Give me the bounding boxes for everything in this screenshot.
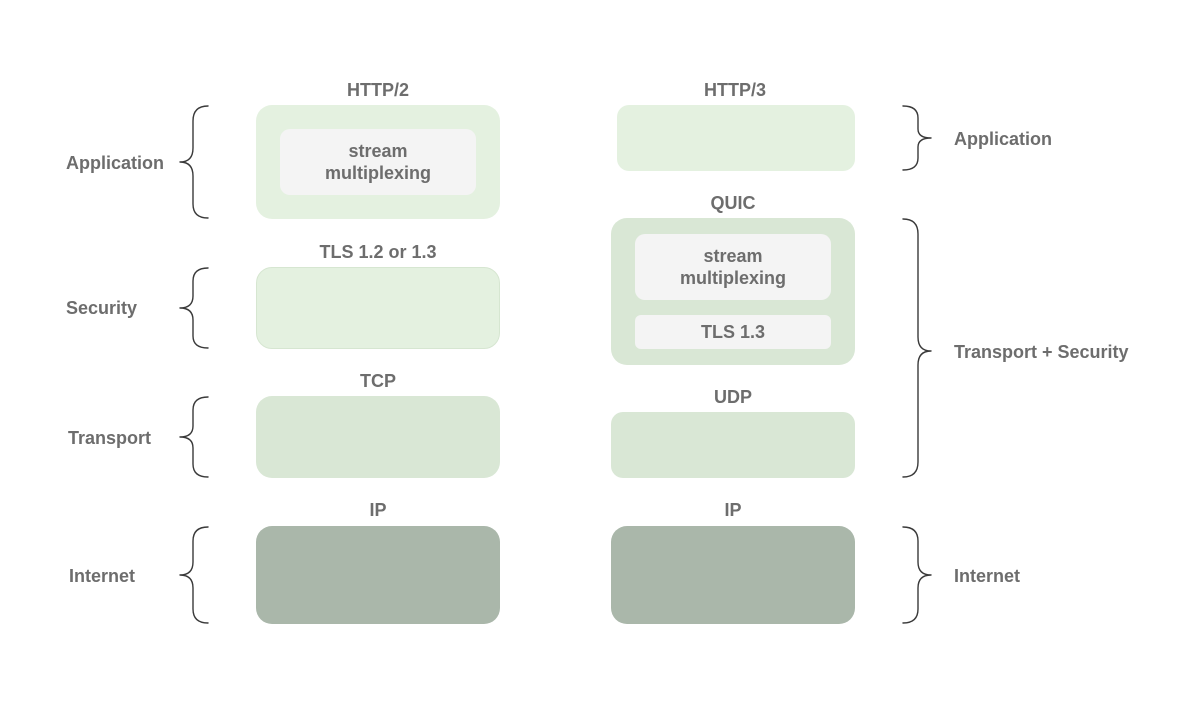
http2-internet-box [256,526,500,624]
http2-transport-box [256,396,500,478]
http2-ip-title: IP [369,500,387,520]
left-label-security: Security [66,298,138,318]
brace-left-transport [179,396,209,478]
quic-tls-label: TLS 1.3 [700,322,766,342]
http2-application-box: stream multiplexing [256,105,500,219]
http2-title: HTTP/2 [346,80,410,100]
quic-stream-multiplexing: stream multiplexing [635,234,831,300]
http2-stream-line2: multiplexing [324,163,431,183]
right-label-internet: Internet [954,566,1021,586]
brace-right-transport-security [902,218,932,478]
brace-left-application [179,105,209,219]
tcp-title: TCP [360,371,396,391]
brace-left-security [179,267,209,349]
quic-box: stream multiplexing TLS 1.3 [611,218,855,365]
right-label-application: Application [954,129,1052,149]
right-label-transport-security: Transport + Security [954,342,1129,362]
http3-transport-box [611,412,855,478]
quic-tls-box: TLS 1.3 [635,315,831,349]
brace-right-internet [902,526,932,624]
left-label-transport: Transport [68,428,152,448]
http3-internet-box [611,526,855,624]
http3-ip-title: IP [724,500,742,520]
http2-stream-multiplexing: stream multiplexing [280,129,476,195]
udp-title: UDP [713,387,753,407]
http2-stream-line1: stream [348,141,408,161]
quic-title: QUIC [710,193,756,213]
brace-right-application [902,105,932,171]
left-label-internet: Internet [69,566,136,586]
brace-left-internet [179,526,209,624]
quic-stream-line1: stream [703,246,763,266]
quic-stream-line2: multiplexing [679,268,786,288]
tls-title: TLS 1.2 or 1.3 [319,242,437,262]
http3-title: HTTP/3 [703,80,767,100]
http2-security-box [256,267,500,349]
http3-application-box [617,105,855,171]
left-label-application: Application [66,153,164,173]
